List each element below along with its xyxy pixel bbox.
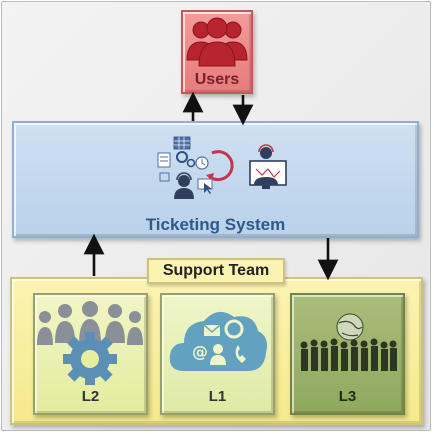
tile-l1: @ L1 — [160, 293, 275, 415]
at-sign-icon: @ — [192, 342, 208, 361]
ticketing-system-box: Ticketing System — [12, 121, 419, 238]
tile-l3-label: L3 — [338, 388, 357, 405]
tile-l2: L2 — [33, 293, 148, 415]
tile-l3: L3 — [290, 293, 405, 415]
tile-l2-label: L2 — [81, 388, 100, 405]
users-box: Users — [181, 10, 253, 94]
ticketing-system-label: Ticketing System — [145, 215, 286, 234]
tile-l1-label: L1 — [208, 388, 227, 405]
globe-icon — [336, 313, 364, 341]
contact-cloud-icon: @ — [169, 311, 267, 371]
agent-icon — [178, 175, 190, 187]
calendar-icon — [173, 136, 191, 150]
users-label: Users — [194, 71, 240, 88]
users-group-icon — [186, 17, 248, 67]
cursor-icon — [204, 183, 212, 194]
support-team-label: Support Team — [147, 258, 285, 284]
envelope-icon — [204, 325, 220, 336]
ticketing-workflow-icon — [157, 136, 287, 199]
phone-icon — [235, 345, 246, 363]
crowd-globe-icon — [300, 313, 397, 371]
person-icon — [213, 344, 223, 354]
refresh-arrow-icon — [209, 150, 234, 182]
gear-icon — [176, 151, 188, 163]
team-gear-icon — [37, 301, 143, 385]
